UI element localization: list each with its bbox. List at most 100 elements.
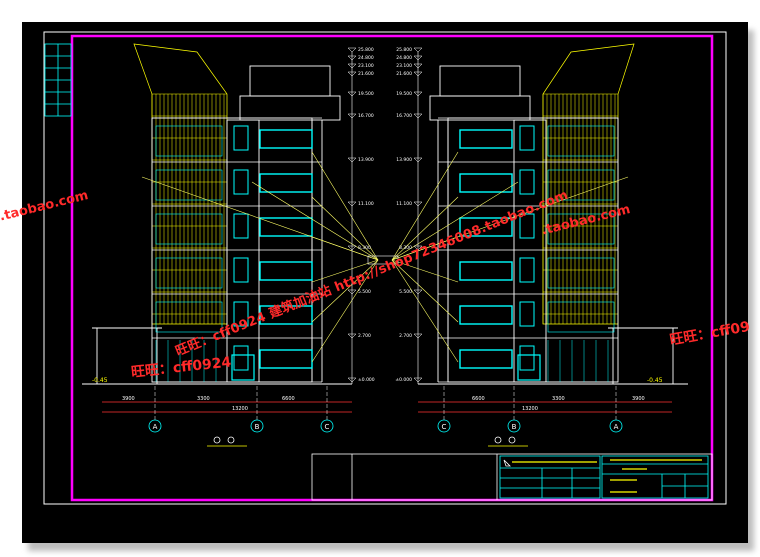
glazing-panel (547, 125, 615, 157)
glazing-panel (155, 213, 223, 245)
level-label: ±0.000 (395, 377, 412, 383)
level-label: 16.700 (396, 113, 412, 119)
left-glazing-mullions (151, 93, 227, 324)
dim-left-2: 3300 (197, 396, 210, 402)
right-glazing (542, 43, 635, 325)
leader-line (311, 259, 379, 323)
elevation-drawing: 25.800 24.800 23.100 21.600 19.500 16.700 13.9… (43, 31, 727, 505)
dim-right-total: 13200 (522, 406, 538, 412)
title-block-scribbles (512, 459, 702, 493)
axis-label-right-c: C (442, 423, 447, 431)
level-label: 21.600 (358, 71, 374, 77)
view-title-marks (207, 436, 528, 447)
level-label: ±0.000 (358, 377, 375, 383)
window (259, 349, 313, 369)
level-label: 19.500 (358, 91, 374, 97)
window (459, 349, 513, 369)
left-cyan-grid (155, 125, 223, 382)
right-entrance-door (517, 354, 541, 381)
dim-right-3: 3900 (632, 396, 645, 402)
stair-window (233, 345, 249, 371)
window (459, 129, 513, 149)
dim-left-1: 3900 (122, 396, 135, 402)
glazing-panel (547, 213, 615, 245)
level-marker (413, 47, 423, 53)
level-label: 11.100 (358, 201, 374, 207)
dim-left-3: 6600 (282, 396, 295, 402)
right-windows (459, 125, 535, 371)
axis-label-left-b: B (255, 423, 260, 431)
window (259, 305, 313, 325)
leader-line (391, 151, 459, 261)
leader-line (251, 181, 379, 261)
title-block (311, 453, 713, 501)
glazing-panel (155, 125, 223, 157)
glazing-panel (155, 257, 223, 289)
axis-label-right-b: B (512, 423, 517, 431)
level-marker (347, 47, 357, 53)
right-elevation (418, 43, 688, 385)
levels-right: 25.80024.80023.10021.60019.50016.70013.9… (395, 47, 423, 383)
stair-window (519, 301, 535, 327)
axis-label-left-a: A (153, 423, 158, 431)
cad-canvas: 25.800 24.800 23.100 21.600 19.500 16.700 13.9… (0, 22, 751, 543)
level-label: 25.800 (358, 47, 374, 53)
stair-window (519, 125, 535, 151)
axis-lines (154, 386, 617, 420)
right-cyan-grid (547, 125, 615, 382)
outer-border (43, 31, 727, 505)
level-label: 8.300 (358, 245, 371, 251)
window (459, 217, 513, 237)
left-elevation (82, 43, 352, 385)
stair-window (233, 169, 249, 195)
stair-window (233, 257, 249, 283)
axis-label-left-c: C (325, 423, 330, 431)
stair-window (519, 169, 535, 195)
level-label: 13.900 (396, 157, 412, 163)
level-label: 23.100 (396, 63, 412, 69)
leader-line (391, 196, 459, 261)
level-label: 8.300 (399, 245, 412, 251)
stair-window (233, 301, 249, 327)
window (459, 305, 513, 325)
stair-window (519, 213, 535, 239)
leader-line (391, 259, 459, 363)
window (259, 261, 313, 281)
grade-level-right: -0.45 (647, 377, 663, 384)
axis-label-right-a: A (614, 423, 619, 431)
grade-level-left: -0.45 (92, 377, 108, 384)
stair-window (233, 125, 249, 151)
leader-line (311, 259, 379, 363)
stair-window (519, 345, 535, 371)
leader-line (311, 196, 379, 261)
level-label: 24.800 (396, 55, 412, 61)
axis-labels: A B C C B A (153, 423, 619, 431)
dimension-lines (102, 401, 672, 413)
level-label: 5.500 (399, 289, 412, 295)
level-label: 21.600 (396, 71, 412, 77)
level-label: 23.100 (358, 63, 374, 69)
leader-line (391, 259, 459, 323)
stair-window (233, 213, 249, 239)
leader-line (311, 151, 379, 261)
window (459, 261, 513, 281)
leader-line (391, 176, 629, 261)
glazing-panel (547, 257, 615, 289)
dim-right-1: 6600 (472, 396, 485, 402)
leader-line (311, 259, 379, 283)
level-label: 11.100 (396, 201, 412, 207)
glazing-panel (547, 301, 615, 333)
window (259, 129, 313, 149)
dimension-texts: 3900 3300 6600 13200 6600 3300 3900 1320… (122, 396, 645, 412)
dim-right-2: 3300 (552, 396, 565, 402)
leader-line (391, 181, 519, 261)
axis-bubbles (148, 419, 623, 433)
leader-line (141, 176, 379, 261)
stamp-block (44, 43, 72, 117)
level-label: 19.500 (396, 91, 412, 97)
level-label: 5.500 (358, 289, 371, 295)
center-label-box (367, 255, 399, 265)
glazing-panel (547, 169, 615, 201)
left-glazing (133, 43, 228, 325)
